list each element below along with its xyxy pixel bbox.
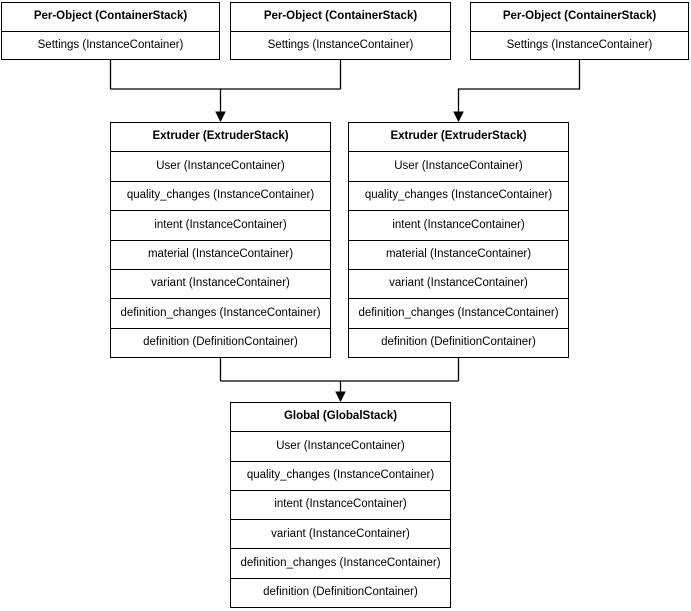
- stack-row: definition_changes (InstanceContainer): [349, 299, 568, 329]
- stack-title: Extruder (ExtruderStack): [111, 123, 330, 153]
- stack-row: User (InstanceContainer): [231, 432, 450, 462]
- stack-row: definition_changes (InstanceContainer): [111, 299, 330, 329]
- stack-title: Extruder (ExtruderStack): [349, 123, 568, 153]
- stack-row: definition (DefinitionContainer): [381, 336, 536, 349]
- stack-row: quality_changes (InstanceContainer): [231, 462, 450, 491]
- stack-row: intent (InstanceContainer): [111, 211, 330, 241]
- stack-row: User (InstanceContainer): [349, 152, 568, 182]
- extruder-stack-2: Extruder (ExtruderStack) User (InstanceC…: [348, 122, 569, 358]
- stack-row: Settings (InstanceContainer): [267, 38, 414, 51]
- stack-title: Per-Object (ContainerStack): [2, 3, 219, 32]
- stack-row: definition (DefinitionContainer): [143, 336, 298, 349]
- stack-row: material (InstanceContainer): [111, 241, 330, 270]
- stack-row: variant (InstanceContainer): [349, 270, 568, 300]
- stack-row: Settings (InstanceContainer): [506, 38, 653, 51]
- global-stack: Global (GlobalStack) User (InstanceConta…: [230, 402, 451, 608]
- per-object-stack-3: Per-Object (ContainerStack) Settings (In…: [470, 2, 689, 60]
- stack-row: quality_changes (InstanceContainer): [349, 182, 568, 212]
- connector-per-object-3-to-extruder-2: [453, 60, 581, 123]
- per-object-stack-1: Per-Object (ContainerStack) Settings (In…: [1, 2, 220, 60]
- stack-row: definition (DefinitionContainer): [263, 586, 418, 599]
- stack-row: Settings (InstanceContainer): [37, 38, 184, 51]
- stack-row: quality_changes (InstanceContainer): [111, 182, 330, 212]
- connector-extruders-to-global: [219, 358, 460, 403]
- connector-per-object-1-2-to-extruder-1: [109, 60, 342, 123]
- stack-row: intent (InstanceContainer): [349, 211, 568, 241]
- stack-title: Per-Object (ContainerStack): [471, 3, 688, 32]
- stack-row: definition_changes (InstanceContainer): [231, 549, 450, 579]
- stack-row: material (InstanceContainer): [349, 241, 568, 270]
- extruder-stack-1: Extruder (ExtruderStack) User (InstanceC…: [110, 122, 331, 358]
- stack-row: intent (InstanceContainer): [231, 491, 450, 521]
- stack-row: User (InstanceContainer): [111, 152, 330, 182]
- stack-row: variant (InstanceContainer): [111, 270, 330, 300]
- arrowhead-down-icon: [453, 111, 464, 123]
- stack-title: Per-Object (ContainerStack): [231, 3, 450, 32]
- arrowhead-down-icon: [215, 111, 226, 123]
- arrowhead-down-icon: [335, 391, 346, 403]
- stack-row: variant (InstanceContainer): [231, 520, 450, 550]
- per-object-stack-2: Per-Object (ContainerStack) Settings (In…: [230, 2, 451, 60]
- stack-title: Global (GlobalStack): [231, 403, 450, 433]
